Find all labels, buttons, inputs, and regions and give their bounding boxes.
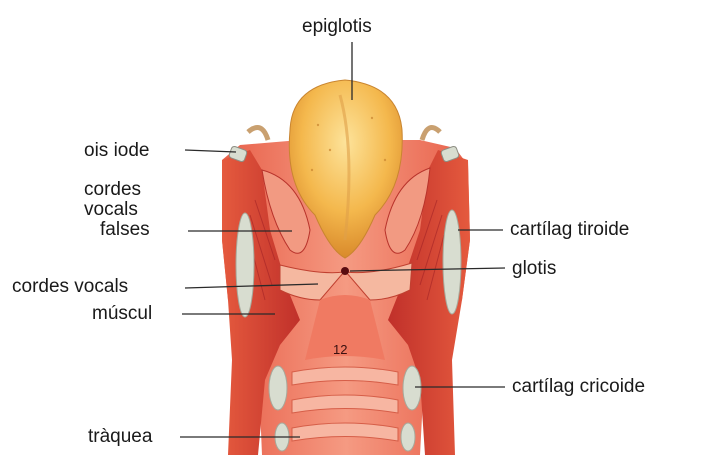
label-traquea: tràquea (88, 426, 152, 448)
glottis-opening (341, 267, 349, 275)
label-ois-iode: ois iode (84, 140, 150, 162)
figure-number: 12 (333, 342, 347, 357)
label-glotis: glotis (512, 258, 556, 280)
label-cordes-vocals-falses-1: cordes (84, 179, 141, 201)
label-cordes-vocals: cordes vocals (12, 276, 128, 298)
label-cartilag-tiroide: cartílag tiroide (510, 219, 629, 241)
label-cordes-vocals-falses-3: falses (100, 219, 150, 241)
label-cordes-vocals-falses-2: vocals (84, 199, 138, 221)
label-cartilag-cricoide: cartílag cricoide (512, 376, 645, 398)
right-thyroid-cartilage (443, 210, 461, 314)
left-thyroid-cartilage (236, 213, 254, 317)
label-epiglotis: epiglotis (302, 16, 372, 38)
leader-ois-iode (185, 150, 236, 152)
left-cricoid-cartilage (269, 366, 287, 410)
tracheal-rings (292, 367, 398, 441)
right-cricoid-cartilage (403, 366, 421, 410)
label-muscul: múscul (92, 303, 152, 325)
